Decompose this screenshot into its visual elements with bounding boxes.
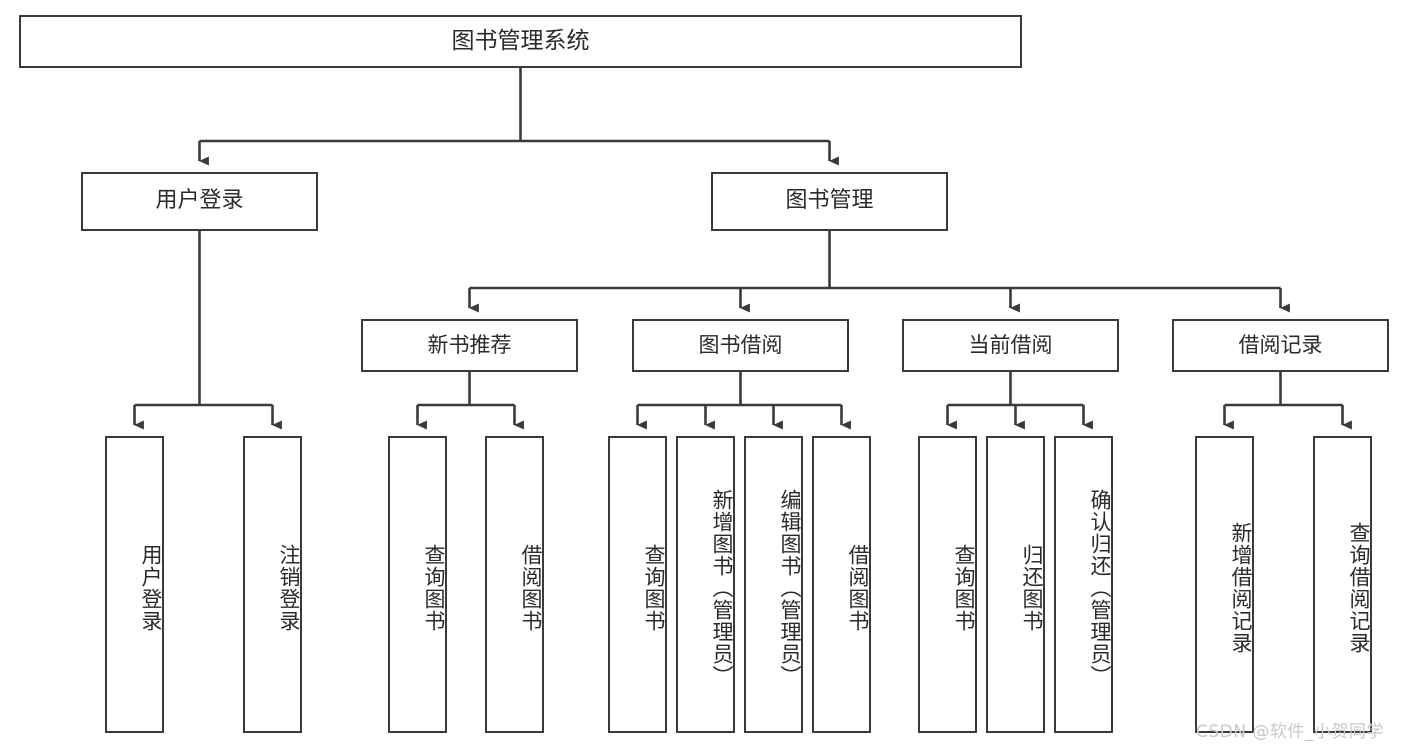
csdn-watermark: CSDN @软件_小贺同学 (1196, 722, 1384, 742)
node-leaf-add-record[interactable]: 新增借阅记录 (1195, 436, 1254, 733)
node-label: 查询图书 (422, 543, 446, 632)
node-leaf-query-record[interactable]: 查询借阅记录 (1313, 436, 1372, 733)
node-leaf-confirm-return[interactable]: 确认归还（管理员） (1054, 436, 1113, 733)
node-root[interactable]: 图书管理系统 (19, 15, 1022, 68)
node-leaf-logout-login[interactable]: 注销登录 (243, 436, 302, 733)
node-label: 查询图书 (642, 543, 666, 632)
node-label: 新增图书（管理员） (710, 488, 734, 687)
node-leaf-edit-book[interactable]: 编辑图书（管理员） (744, 436, 803, 733)
node-label: 借阅图书 (519, 543, 543, 632)
node-label: 新书推荐 (427, 332, 512, 357)
node-label: 查询借阅记录 (1347, 521, 1371, 654)
node-label: 归还图书 (1020, 543, 1044, 632)
node-leaf-return-book[interactable]: 归还图书 (986, 436, 1045, 733)
node-label: 确认归还（管理员） (1088, 488, 1112, 687)
node-borrow-record[interactable]: 借阅记录 (1172, 319, 1389, 372)
node-label: 借阅图书 (846, 543, 870, 632)
node-label: 编辑图书（管理员） (778, 488, 802, 687)
node-new-book-rec[interactable]: 新书推荐 (361, 319, 578, 372)
node-leaf-query-book-2[interactable]: 查询图书 (608, 436, 667, 733)
node-label: 当前借阅 (968, 332, 1053, 357)
node-label: 注销登录 (277, 543, 301, 632)
node-leaf-borrow-book-1[interactable]: 借阅图书 (485, 436, 544, 733)
node-book-borrow[interactable]: 图书借阅 (632, 319, 849, 372)
node-book-manage[interactable]: 图书管理 (711, 172, 948, 231)
node-leaf-add-book[interactable]: 新增图书（管理员） (676, 436, 735, 733)
node-leaf-borrow-book-2[interactable]: 借阅图书 (812, 436, 871, 733)
node-current-borrow[interactable]: 当前借阅 (902, 319, 1119, 372)
node-label: 用户登录 (139, 543, 163, 632)
node-label: 图书管理 (785, 188, 874, 214)
node-label: 新增借阅记录 (1229, 521, 1253, 654)
node-user-login[interactable]: 用户登录 (81, 172, 318, 231)
node-label: 查询图书 (952, 543, 976, 632)
node-label: 用户登录 (155, 188, 244, 214)
node-leaf-query-book-1[interactable]: 查询图书 (388, 436, 447, 733)
node-label: 图书借阅 (698, 332, 783, 357)
node-label: 借阅记录 (1238, 332, 1323, 357)
node-leaf-query-book-3[interactable]: 查询图书 (918, 436, 977, 733)
node-leaf-user-login[interactable]: 用户登录 (105, 436, 164, 733)
node-label: 图书管理系统 (451, 27, 590, 54)
